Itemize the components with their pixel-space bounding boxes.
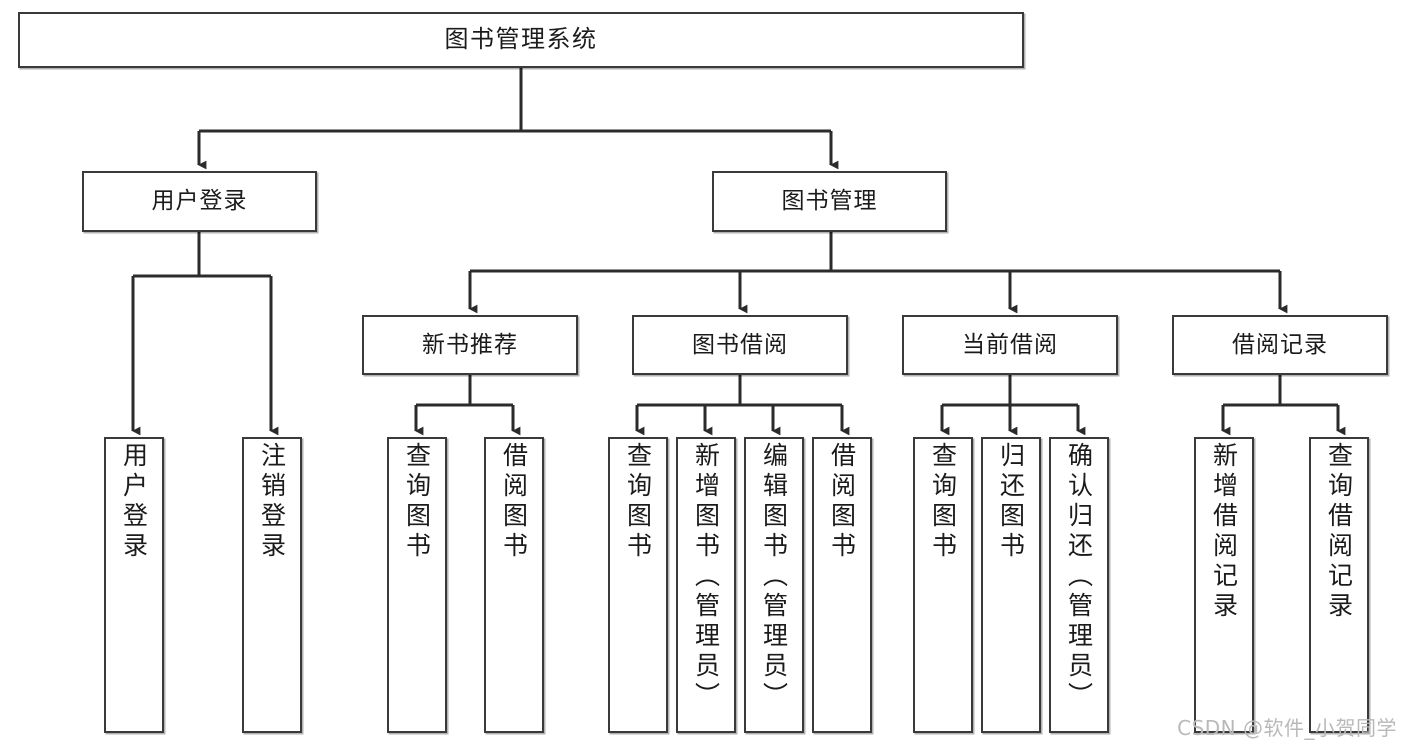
- node-book-management[interactable]: 图书管理: [712, 171, 947, 232]
- node-label: 查询图书: [928, 442, 958, 562]
- node-label: 借阅记录: [1232, 331, 1328, 358]
- node-new-book-recommend[interactable]: 新书推荐: [362, 315, 578, 375]
- node-borrow-record[interactable]: 借阅记录: [1172, 315, 1388, 375]
- node-leaf-borrow-book[interactable]: 借阅图书: [812, 437, 872, 733]
- node-label: 图书借阅: [692, 331, 788, 358]
- node-current-borrow[interactable]: 当前借阅: [902, 315, 1118, 375]
- node-user-login[interactable]: 用户登录: [82, 171, 317, 232]
- node-label: 借阅图书: [499, 442, 529, 562]
- node-label: 归还图书: [996, 442, 1026, 562]
- node-leaf-query-book-recommend[interactable]: 查询图书: [387, 437, 447, 733]
- node-label: 确认归还（管理员）: [1064, 442, 1094, 712]
- node-label: 查询图书: [623, 442, 653, 562]
- node-leaf-add-book-admin[interactable]: 新增图书（管理员）: [676, 437, 736, 733]
- node-label: 新书推荐: [422, 331, 518, 358]
- node-label: 用户登录: [151, 188, 248, 215]
- node-label: 查询图书: [402, 442, 432, 562]
- node-leaf-query-book-current[interactable]: 查询图书: [913, 437, 973, 733]
- node-leaf-borrow-book-recommend[interactable]: 借阅图书: [484, 437, 544, 733]
- node-leaf-user-logout[interactable]: 注销登录: [242, 437, 302, 733]
- node-leaf-edit-book-admin[interactable]: 编辑图书（管理员）: [744, 437, 804, 733]
- node-root-library-system[interactable]: 图书管理系统: [18, 12, 1024, 68]
- node-label: 图书管理: [781, 188, 878, 215]
- node-label: 编辑图书（管理员）: [759, 442, 789, 712]
- node-label: 用户登录: [119, 442, 149, 562]
- node-leaf-query-borrow-record[interactable]: 查询借阅记录: [1309, 437, 1369, 733]
- node-label: 当前借阅: [962, 331, 1058, 358]
- node-label: 注销登录: [257, 442, 287, 562]
- node-label: 查询借阅记录: [1324, 442, 1354, 622]
- node-leaf-confirm-return-admin[interactable]: 确认归还（管理员）: [1049, 437, 1109, 733]
- node-leaf-add-borrow-record[interactable]: 新增借阅记录: [1194, 437, 1254, 733]
- csdn-watermark: CSDN @软件_小贺同学: [1177, 716, 1397, 740]
- node-label: 借阅图书: [827, 442, 857, 562]
- node-label: 新增图书（管理员）: [691, 442, 721, 712]
- node-leaf-query-book-borrow[interactable]: 查询图书: [608, 437, 668, 733]
- node-leaf-return-book[interactable]: 归还图书: [981, 437, 1041, 733]
- node-book-borrow[interactable]: 图书借阅: [632, 315, 848, 375]
- node-label: 新增借阅记录: [1209, 442, 1239, 622]
- node-leaf-user-login[interactable]: 用户登录: [104, 437, 164, 733]
- node-label: 图书管理系统: [444, 25, 598, 54]
